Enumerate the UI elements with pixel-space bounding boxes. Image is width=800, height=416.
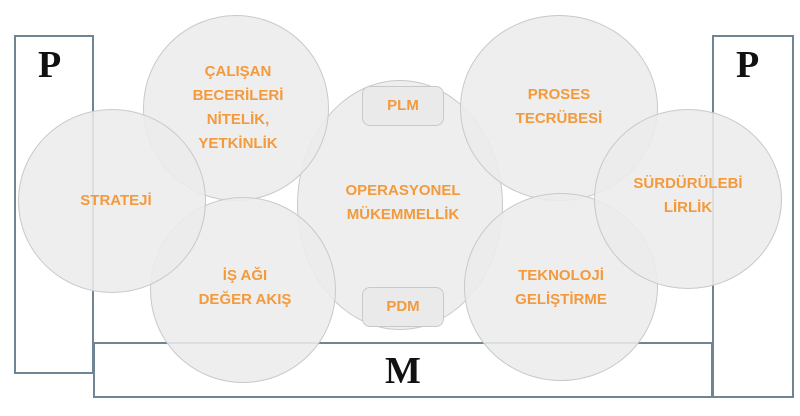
calisan-line-3: NİTELİK, bbox=[206, 111, 270, 128]
operasyonel-line-1: OPERASYONEL bbox=[345, 182, 461, 199]
surdurulebilirlik-label: SÜRDÜRÜLEBİ LİRLİK bbox=[633, 172, 742, 220]
strateji-line-1: STRATEJİ bbox=[80, 192, 152, 209]
left-p-letter: P bbox=[38, 44, 62, 86]
right-p-letter: P bbox=[736, 44, 760, 86]
is-agi-line-1: İŞ AĞI bbox=[222, 267, 268, 284]
operasyonel-line-2: MÜKEMMELLİK bbox=[346, 206, 460, 223]
calisan-line-1: ÇALIŞAN bbox=[204, 63, 272, 80]
plm-label: PLM bbox=[387, 97, 419, 114]
surdurulebilirlik-circle bbox=[594, 109, 782, 289]
calisan-label: ÇALIŞAN BECERİLERİ NİTELİK, YETKİNLİK bbox=[193, 60, 284, 156]
proses-line-1: PROSES bbox=[527, 86, 591, 103]
pdm-label: PDM bbox=[386, 298, 420, 315]
proses-label: PROSES TECRÜBESİ bbox=[516, 83, 603, 131]
proses-line-2: TECRÜBESİ bbox=[515, 110, 603, 127]
pdm-tag: PDM bbox=[362, 287, 444, 327]
strateji-circle bbox=[18, 109, 206, 293]
teknoloji-line-1: TEKNOLOJİ bbox=[518, 267, 604, 284]
teknoloji-line-2: GELİŞTİRME bbox=[515, 291, 607, 308]
teknoloji-label: TEKNOLOJİ GELİŞTİRME bbox=[515, 264, 607, 312]
plm-tag: PLM bbox=[362, 86, 444, 126]
calisan-line-2: BECERİLERİ bbox=[192, 87, 284, 104]
strateji-label: STRATEJİ bbox=[80, 189, 151, 213]
surdurulebilirlik-line-1: SÜRDÜRÜLEBİ bbox=[633, 175, 743, 192]
calisan-line-4: YETKİNLİK bbox=[198, 135, 278, 152]
is-agi-line-2: DEĞER AKIŞ bbox=[198, 291, 292, 308]
operasyonel-label: OPERASYONEL MÜKEMMELLİK bbox=[345, 179, 460, 227]
is-agi-label: İŞ AĞI DEĞER AKIŞ bbox=[199, 264, 292, 312]
bottom-m-letter: M bbox=[385, 350, 421, 392]
surdurulebilirlik-line-2: LİRLİK bbox=[663, 199, 713, 216]
